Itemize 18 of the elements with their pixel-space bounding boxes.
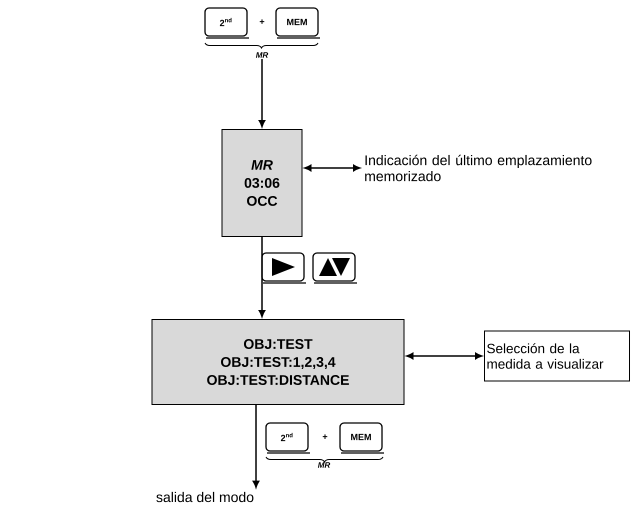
- annotation-text: Indicación del último emplazamiento memorizado: [365, 154, 592, 182]
- arrow: [258, 237, 266, 318]
- key-button: 2$^{nd}$: [265, 422, 310, 454]
- key-button: 2$^{nd}$: [204, 7, 249, 39]
- arrow: [252, 405, 260, 488]
- exit-text: salida del modo: [156, 492, 254, 502]
- note-box: Selección de la medida a visualizar: [484, 330, 630, 382]
- arrow: [406, 352, 482, 360]
- arrow: [258, 58, 266, 128]
- key-caption: MR: [256, 52, 268, 58]
- plus-sign: +: [322, 434, 328, 439]
- arrow: [304, 164, 360, 172]
- key-button: MEM: [339, 422, 384, 454]
- display-box: OBJ:TEST OBJ:TEST:1,2,3,4 OBJ:TEST:DISTANCE: [152, 319, 404, 405]
- key-caption: MR: [318, 462, 330, 468]
- display-box: MR 03:06 OCC: [222, 129, 302, 237]
- plus-sign: +: [260, 19, 264, 24]
- key-button: MEM: [275, 7, 320, 39]
